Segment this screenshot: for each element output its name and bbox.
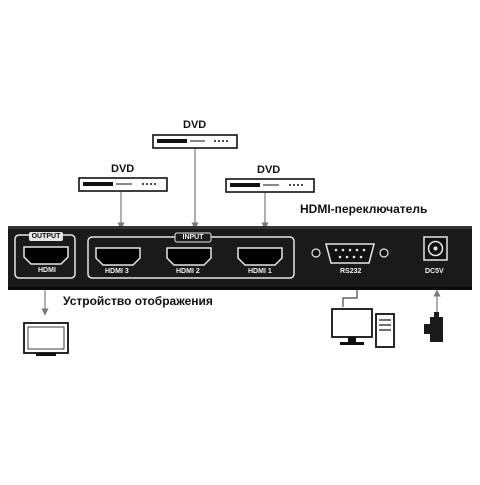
cable-rs232-pc <box>342 290 358 307</box>
input-port-label-3: HDMI 3 <box>105 268 129 275</box>
output-group-label: OUTPUT <box>31 233 61 240</box>
input-port-label-2: HDMI 2 <box>176 268 200 275</box>
dvd-player-right <box>225 178 315 193</box>
hdmi-port-3-icon <box>95 247 141 266</box>
output-label-tab <box>29 232 63 241</box>
dc5v-label: DC5V <box>425 268 444 275</box>
output-port-label: HDMI <box>38 267 56 274</box>
dc-power-jack-icon <box>423 236 448 261</box>
power-adapter-icon <box>424 312 443 342</box>
display-monitor-icon <box>23 322 69 356</box>
hdmi-port-output-icon <box>23 246 69 265</box>
hdmi-port-2-icon <box>166 247 212 266</box>
dvd-player-left <box>78 177 168 192</box>
input-group-label: INPUT <box>182 234 204 241</box>
dvd-top-label: DVD <box>183 119 207 131</box>
dvd-left-label: DVD <box>111 163 135 175</box>
rs232-port-icon <box>311 243 389 264</box>
hdmi-port-1-icon <box>237 247 283 266</box>
dvd-player-top <box>152 134 238 149</box>
display-device-label: Устройство отображения <box>63 294 213 308</box>
dvd-right-label: DVD <box>257 164 281 176</box>
computer-icon <box>331 308 395 348</box>
input-label-tab <box>174 232 212 243</box>
switch-title: HDMI-переключатель <box>300 202 428 216</box>
rs232-label: RS232 <box>340 268 362 275</box>
input-port-label-1: HDMI 1 <box>248 268 272 275</box>
